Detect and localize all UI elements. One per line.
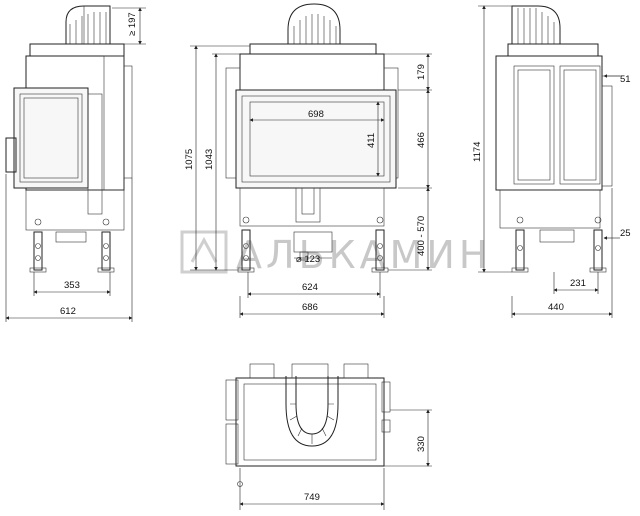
side-view-left: ≥ 197 353 612 bbox=[5, 5, 146, 322]
dim-glass-width: 698 bbox=[308, 109, 324, 120]
dim-duct-diameter: ⌀ 123 bbox=[296, 254, 320, 265]
dim-body-height: 1043 bbox=[204, 149, 215, 170]
dim-height-right: 1174 bbox=[472, 142, 483, 162]
dim-glass-height: 411 bbox=[366, 133, 377, 148]
dim-base-height: 400 - 570 bbox=[416, 216, 427, 256]
dim-base-width: 624 bbox=[302, 282, 318, 293]
dim-total-depth-right: 440 bbox=[548, 302, 564, 313]
side-view-right: 1174 51 25 231 440 bbox=[472, 5, 631, 318]
dim-door-height: 466 bbox=[416, 132, 427, 148]
dim-leg-width: 231 bbox=[570, 278, 586, 289]
watermark-text: АЛЬКАМИН bbox=[236, 233, 491, 277]
front-view: 1075 1043 698 411 179 466 400 - 570 ⌀ 12… bbox=[184, 3, 432, 318]
dim-overall-height: 1075 bbox=[184, 149, 195, 170]
dim-mount-width: 353 bbox=[64, 280, 80, 291]
dim-chimney-min: ≥ 197 bbox=[127, 12, 138, 36]
dim-top-offset: 179 bbox=[416, 64, 427, 80]
dim-total-depth-left: 612 bbox=[60, 306, 76, 317]
dim-plan-width: 749 bbox=[304, 492, 320, 503]
dim-offset-top: 51 bbox=[620, 74, 631, 85]
dim-plan-depth: 330 bbox=[416, 436, 427, 452]
dim-offset-bottom: 25 bbox=[620, 228, 631, 239]
plan-view: 330 749 bbox=[225, 363, 432, 510]
watermark-logo: АЛЬКАМИН bbox=[180, 230, 491, 277]
dim-total-width: 686 bbox=[302, 302, 318, 313]
